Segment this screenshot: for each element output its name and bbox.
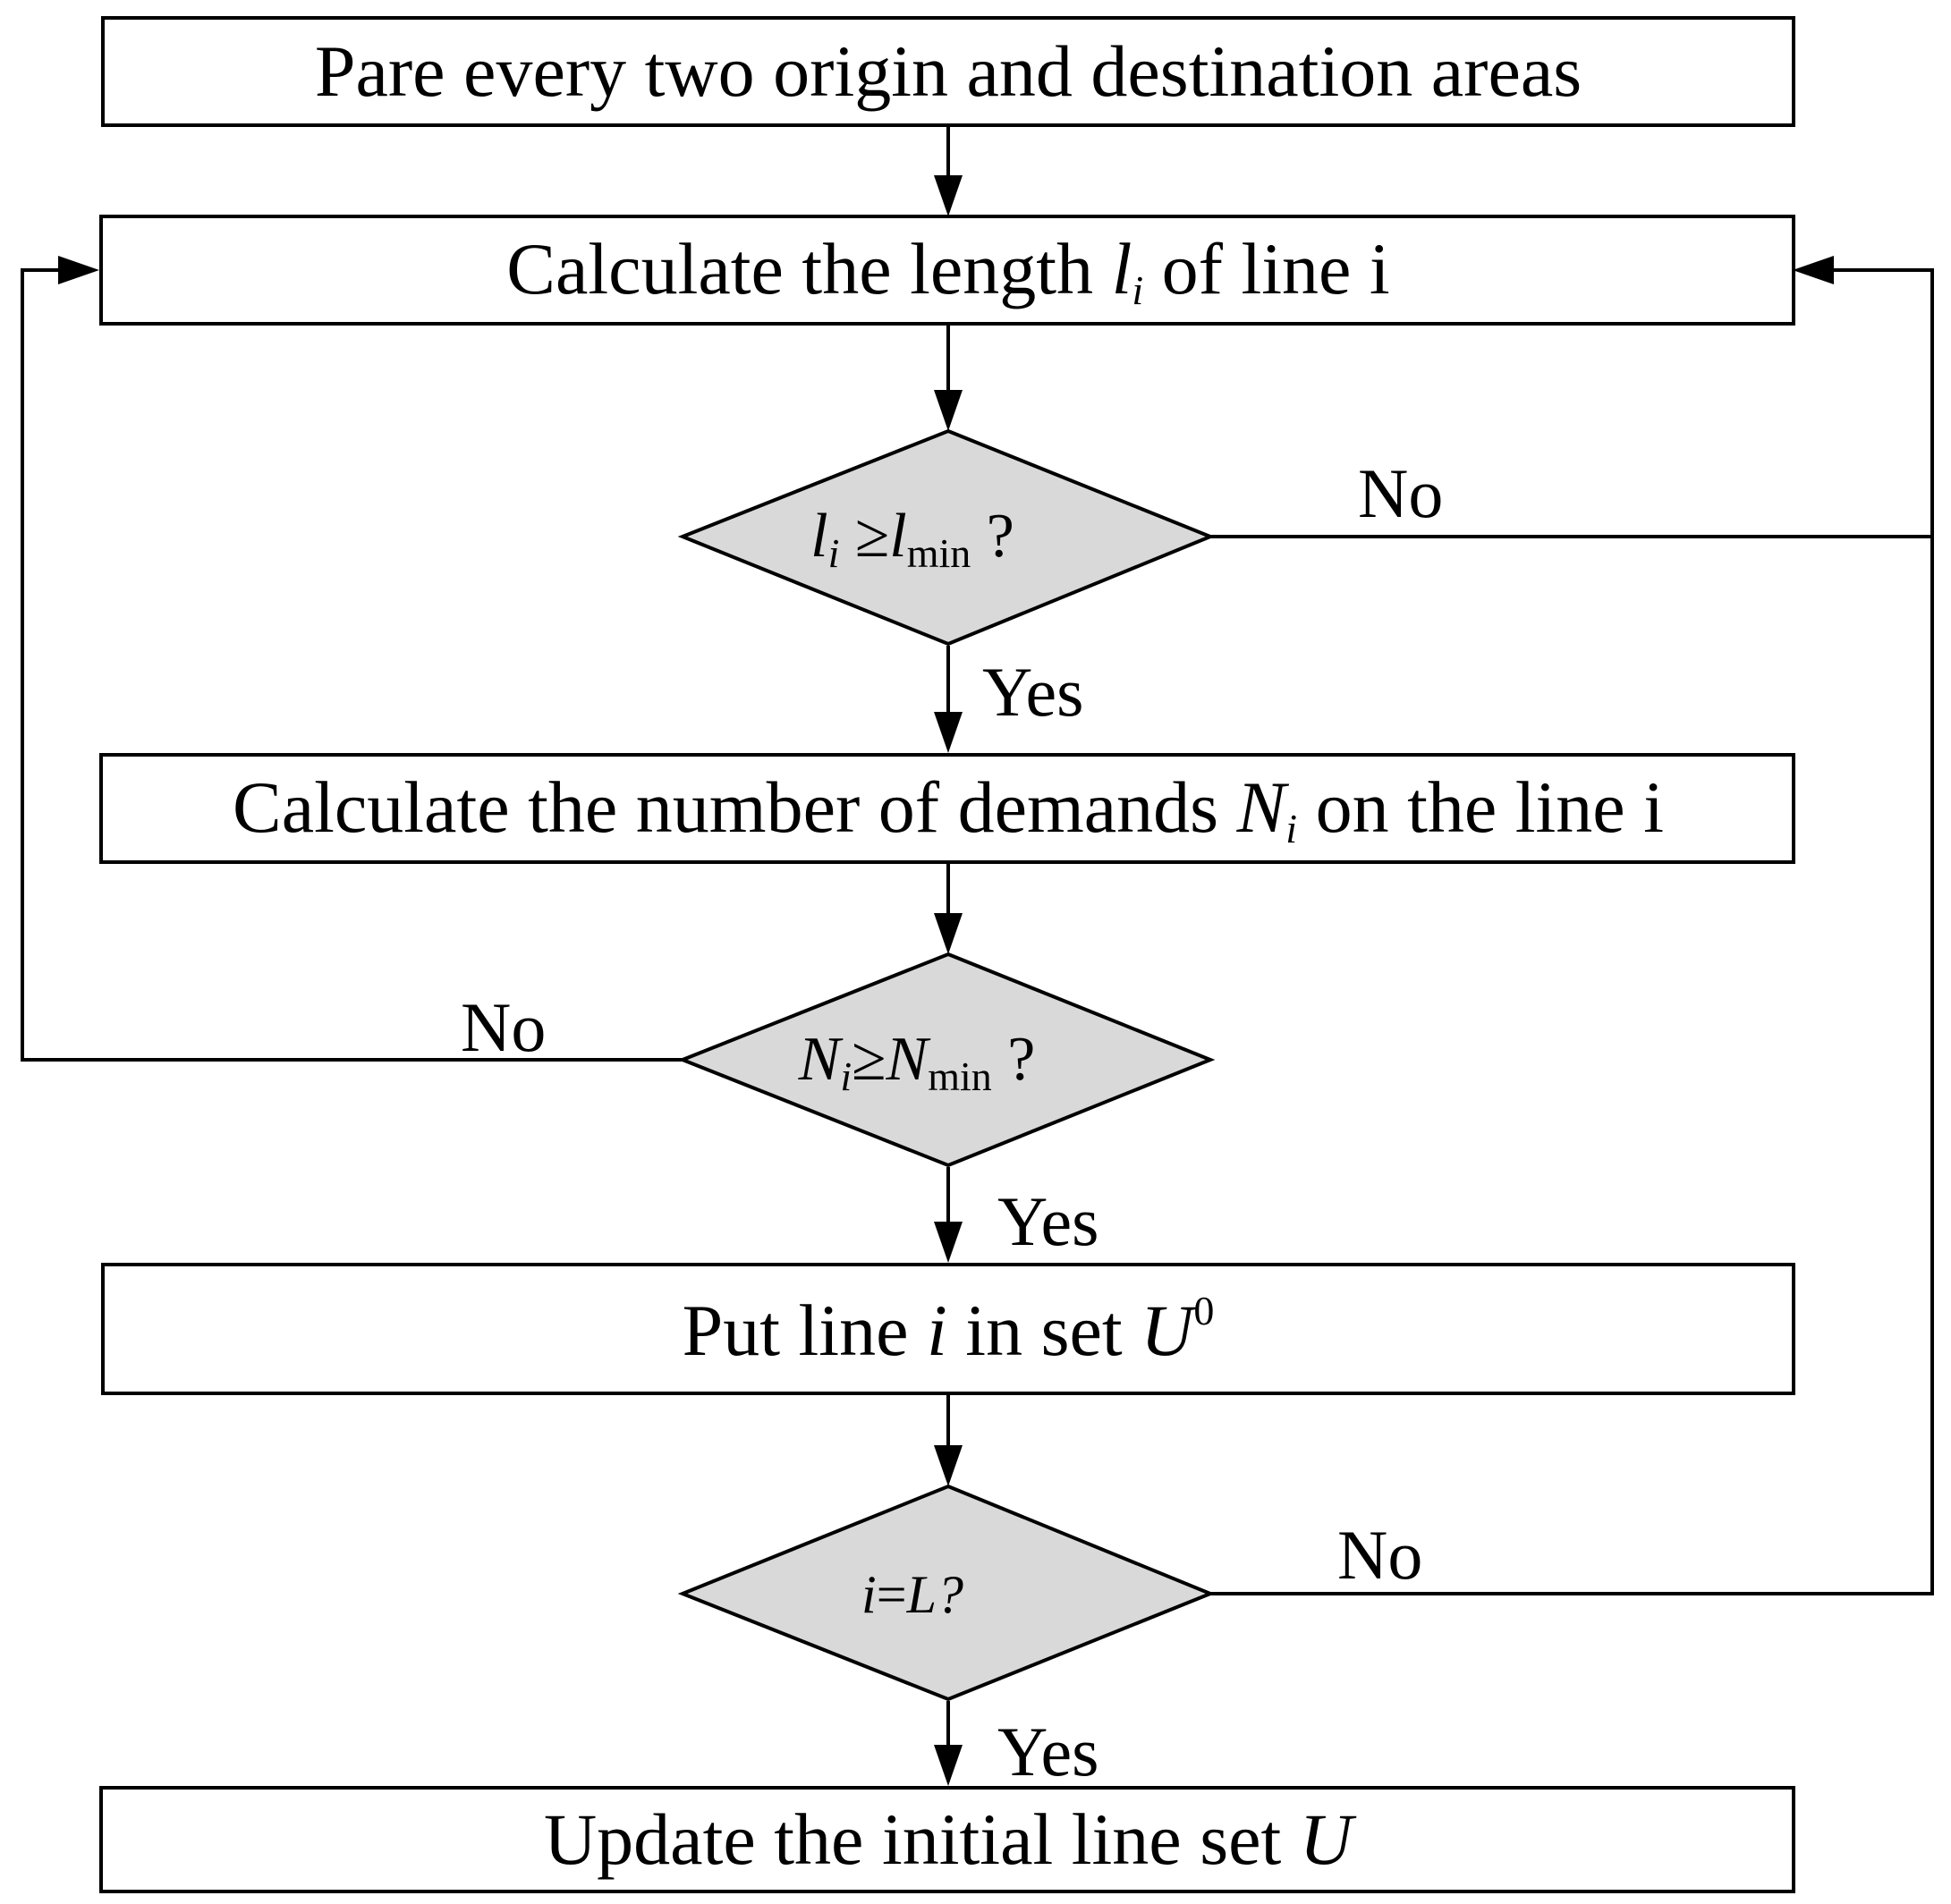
label-yes: Yes: [997, 1713, 1099, 1790]
process-box: [99, 215, 1795, 326]
decision-text: li ≥lmin ?: [810, 502, 1014, 576]
step-text: Put line i in set U0: [683, 1288, 1215, 1371]
process-box: [99, 753, 1795, 864]
arrowhead-right: [58, 256, 99, 284]
decision-diamond: [677, 428, 1216, 647]
arrowhead-down: [934, 712, 963, 753]
label-no: No: [461, 988, 546, 1066]
arrowhead-down: [934, 1445, 963, 1486]
loop-demand-no: [21, 268, 683, 1062]
decision-demand: Ni≥Nmin ?: [677, 952, 1216, 1168]
label-no: No: [1358, 454, 1443, 532]
connectors: [21, 125, 1934, 1786]
branch-labels: Yes Yes Yes No No No: [461, 454, 1443, 1790]
decision-text: i=L?: [861, 1565, 963, 1624]
arrowhead-down: [934, 390, 963, 431]
decision-diamond: [677, 1484, 1216, 1702]
step-calc-length: Calculate the length li of line i: [99, 215, 1795, 326]
arrowhead-down: [934, 1222, 963, 1263]
step-text: Update the initial line set U: [544, 1798, 1357, 1880]
decision-length: li ≥lmin ?: [677, 428, 1216, 647]
decision-diamond: [677, 952, 1216, 1168]
loop-length-no: [1210, 268, 1934, 538]
label-no: No: [1337, 1516, 1422, 1594]
step-put-line: Put line i in set U0: [101, 1263, 1795, 1395]
process-box: [99, 1786, 1795, 1893]
step-calc-demands: Calculate the number of demands Ni on th…: [99, 753, 1795, 864]
step-text: Calculate the length li of line i: [506, 228, 1389, 313]
process-box: [101, 1263, 1795, 1395]
step-text: Calculate the number of demands Ni on th…: [233, 766, 1664, 851]
step-update-set: Update the initial line set U: [99, 1786, 1795, 1893]
arrowhead-down: [934, 175, 963, 216]
arrowhead-left: [1793, 256, 1834, 284]
step-text: Pare every two origin and destination ar…: [315, 30, 1582, 112]
label-yes: Yes: [982, 653, 1084, 731]
loop-last-no: [1210, 537, 1934, 1595]
arrowhead-down: [934, 913, 963, 954]
decision-last-line: i=L?: [677, 1484, 1216, 1702]
decision-text: Ni≥Nmin ?: [798, 1025, 1036, 1099]
process-box: [101, 16, 1795, 127]
label-yes: Yes: [997, 1182, 1099, 1260]
arrowhead-down: [934, 1745, 963, 1786]
step-pair-areas: Pare every two origin and destination ar…: [101, 16, 1795, 127]
